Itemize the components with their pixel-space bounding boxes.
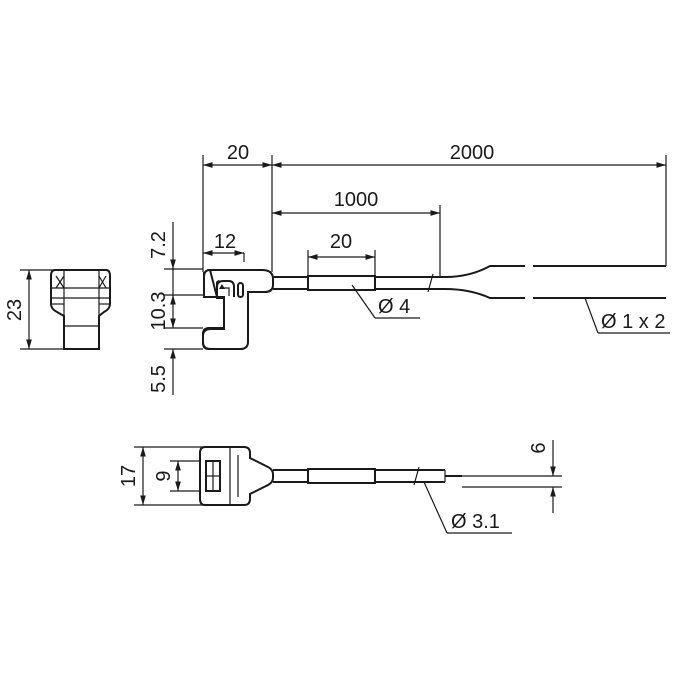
latch-slot: [237, 282, 244, 298]
latch-arrow: [219, 284, 225, 289]
label-hook-width: 12: [214, 231, 236, 253]
top-view: 20 2000 1000 20 12 7.2 10.3 5.5: [148, 142, 670, 395]
wire-upper: [444, 265, 525, 278]
leader-wire-diameter: [584, 297, 599, 334]
bottom-view: 17 9 6 Ø 3.1: [118, 440, 562, 534]
label-bottom-height: 17: [118, 465, 140, 487]
label-bottom-cable-diameter: Ø 3.1: [451, 511, 500, 533]
bottom-break-mark: [413, 466, 420, 486]
leader-cable-diameter: [351, 284, 376, 319]
wire-lower: [444, 288, 525, 299]
label-sleeve-position: 1000: [334, 189, 379, 211]
label-top-offset: 7.2: [148, 231, 170, 259]
label-bottom-inner: 9: [153, 470, 175, 481]
label-sleeve-length: 20: [330, 231, 352, 253]
label-overall-height: 23: [4, 299, 26, 321]
label-top-width: 20: [227, 142, 249, 164]
side-connector-body: [50, 269, 111, 350]
bottom-cable-sleeve: [307, 468, 376, 484]
label-lead-offset: 6: [528, 442, 550, 453]
label-bottom-offset: 5.5: [148, 365, 170, 393]
side-view: 23: [4, 269, 111, 350]
leader-bottom-cable-diameter: [423, 481, 448, 534]
connector-outline: [202, 268, 274, 350]
label-wire-diameter: Ø 1 x 2: [601, 311, 665, 333]
label-cable-diameter: Ø 4: [378, 296, 410, 318]
break-mark: [427, 273, 434, 293]
cable-sleeve: [307, 275, 376, 291]
label-hook-gap: 10.3: [148, 292, 170, 331]
label-cable-length: 2000: [450, 142, 495, 164]
